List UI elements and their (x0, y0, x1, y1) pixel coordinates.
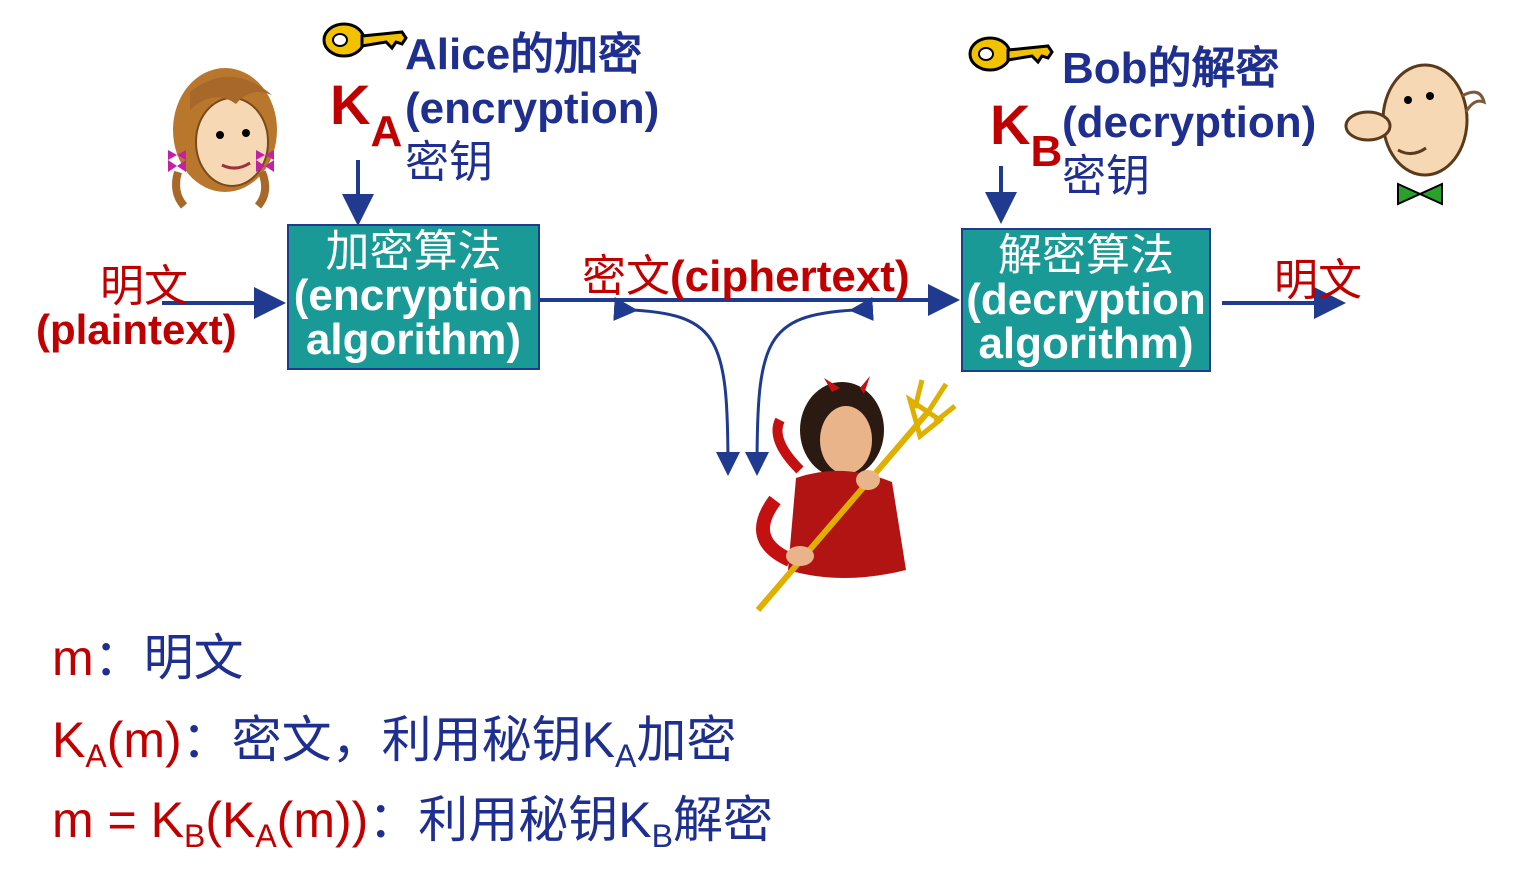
legend-sep: ： (368, 792, 418, 848)
legend-desc-k: K (618, 792, 651, 848)
bob-key-owner: Bob的解密 (1062, 42, 1316, 96)
legend-symbol-k: K (52, 712, 85, 768)
decryption-box-line2: (decryption (963, 278, 1209, 322)
alice-key-label: Alice的加密 (encryption) 密钥 (405, 28, 659, 190)
legend-line-3: m = KB(KA(m))：利用秘钥KB解密 (52, 790, 773, 850)
legend-desc-k: K (582, 712, 615, 768)
legend-formula-part: (K (205, 792, 255, 848)
legend-desc: 明文 (144, 630, 244, 686)
legend-formula-sub: A (255, 818, 276, 854)
legend-symbol: m (52, 630, 94, 686)
legend-desc-end: 加密 (636, 712, 736, 768)
plaintext-out-cn: 明文 (1274, 244, 1362, 308)
alice-icon (168, 68, 277, 206)
legend-symbol-sub: A (85, 738, 106, 774)
bob-icon (1346, 65, 1484, 204)
legend-line-1: m：明文 (52, 628, 244, 688)
bob-key-letter: K (990, 93, 1030, 156)
encryption-algorithm-box: 加密算法 (encryption algorithm) (287, 224, 540, 370)
key-icon (970, 38, 1052, 70)
bob-key-subscript: B (1030, 127, 1062, 176)
bob-key-word: 密钥 (1062, 150, 1316, 204)
plaintext-in-cn: 明文 (100, 250, 188, 314)
trudy-icon (758, 376, 955, 610)
alice-key-word: 密钥 (405, 136, 659, 190)
alice-key-owner: Alice的加密 (405, 28, 659, 82)
alice-key-type: (encryption) (405, 82, 659, 136)
bob-key-type: (decryption) (1062, 96, 1316, 150)
legend-sep: ： (182, 712, 232, 768)
legend-desc-sub: B (652, 818, 673, 854)
decryption-box-cn: 解密算法 (963, 234, 1209, 278)
plaintext-in-en: (plaintext) (36, 306, 237, 354)
ciphertext-cn: 密文 (582, 252, 670, 301)
decryption-box-line3: algorithm) (963, 322, 1209, 366)
legend-formula-part: m = K (52, 792, 184, 848)
encryption-box-line3: algorithm) (289, 318, 538, 362)
alice-key-subscript: A (370, 107, 402, 156)
bob-key-symbol: KB (990, 92, 1062, 157)
encryption-box-cn: 加密算法 (289, 230, 538, 274)
ciphertext-en: (ciphertext) (670, 252, 910, 301)
legend-formula-part: (m)) (277, 792, 369, 848)
legend-symbol-rest: (m) (107, 712, 182, 768)
ciphertext-label: 密文(ciphertext) (582, 240, 910, 304)
decryption-algorithm-box: 解密算法 (decryption algorithm) (961, 228, 1211, 372)
encryption-box-line2: (encryption (289, 274, 538, 318)
alice-key-symbol: KA (330, 72, 402, 137)
alice-key-letter: K (330, 73, 370, 136)
legend-desc: 利用秘钥 (418, 792, 618, 848)
legend-desc: 密文，利用秘钥 (232, 712, 582, 768)
legend-line-2: KA(m)：密文，利用秘钥KA加密 (52, 710, 736, 770)
legend-sep: ： (94, 630, 144, 686)
intercept-arrow-left (632, 310, 728, 470)
legend-formula-sub: B (184, 818, 205, 854)
legend-desc-end: 解密 (673, 792, 773, 848)
legend-desc-sub: A (615, 738, 636, 774)
bob-key-label: Bob的解密 (decryption) 密钥 (1062, 42, 1316, 204)
key-icon (324, 24, 406, 56)
